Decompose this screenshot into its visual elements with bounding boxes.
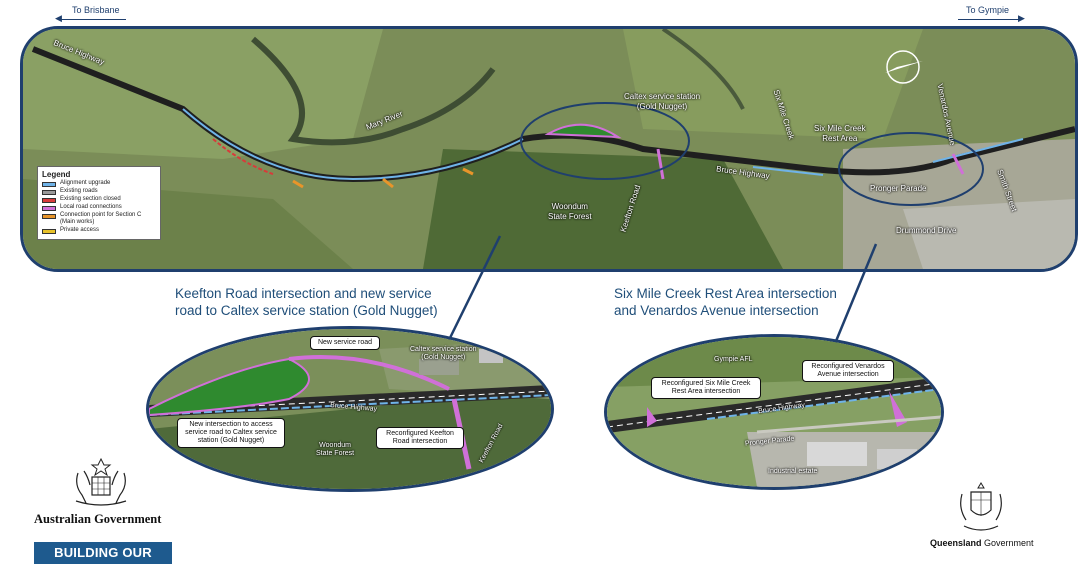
label-rest-area: Six Mile Creek Rest Area [814,124,866,143]
connector-lines [446,235,878,347]
legend-item: Existing roads [42,188,156,195]
north-arrow-icon [885,50,923,84]
legend-item: Local road connections [42,204,156,211]
main-aerial-map [20,26,1078,272]
direction-brisbane: To Brisbane [72,5,120,15]
legend-swatch [42,214,56,219]
legend-swatch [42,206,56,211]
legend-item: Existing section closed [42,196,156,203]
callout-new-service-road: New service road [310,336,380,350]
arrow-right-icon: ▶ [1018,13,1025,23]
label-caltex: Caltex service station (Gold Nugget) [624,92,701,111]
direction-gympie-line [958,19,1022,20]
callout-new-intersection: New intersection to access service road … [177,418,285,448]
legend-swatch [42,198,56,203]
australian-coat-of-arms-icon [75,457,127,506]
heading-keefton: Keefton Road intersection and new servic… [175,286,438,318]
label-woondum: Woondum State Forest [548,202,592,221]
heading-six-mile: Six Mile Creek Rest Area intersection an… [614,286,837,318]
legend-title: Legend [42,170,71,179]
inset-label-caltex: Caltex service station (Gold Nugget) [410,346,477,361]
inset-label-woondum: Woondum State Forest [316,442,355,457]
queensland-government-text: Queensland Government [930,538,1034,548]
map-legend: Legend Alignment upgrade Existing roads … [37,166,161,240]
callout-reconfigured-six-mile: Reconfigured Six Mile Creek Rest Area in… [651,377,761,399]
inset-keefton-road [146,326,554,492]
legend-item: Alignment upgrade [42,180,156,187]
legend-swatch [42,182,56,187]
legend-swatch [42,190,56,195]
building-our-future-banner: BUILDING OUR FUTURE [34,542,172,582]
legend-swatch [42,229,56,234]
inset-keefton-imagery [149,329,551,489]
arrow-left-icon: ◀ [55,13,62,23]
direction-gympie: To Gympie [966,5,1010,15]
callout-reconfigured-keefton: Reconfigured Keefton Road intersection [376,427,464,449]
australian-government-text: Australian Government [34,512,162,526]
legend-item: Connection point for Section C (Main wor… [42,212,156,226]
callout-reconfigured-venardos: Reconfigured Venardos Avenue intersectio… [802,360,894,382]
label-pronger-parade: Pronger Parade [870,184,927,193]
aerial-imagery [23,29,1075,269]
label-drummond-drive: Drummond Drive [896,226,957,235]
inset-label-industrial-estate: Industrial estate [768,468,818,475]
legend-item: Private access [42,227,156,234]
direction-brisbane-line [60,19,126,20]
queensland-coat-of-arms-icon [960,482,1002,531]
inset-label-gympie-afl: Gympie AFL [714,356,753,363]
